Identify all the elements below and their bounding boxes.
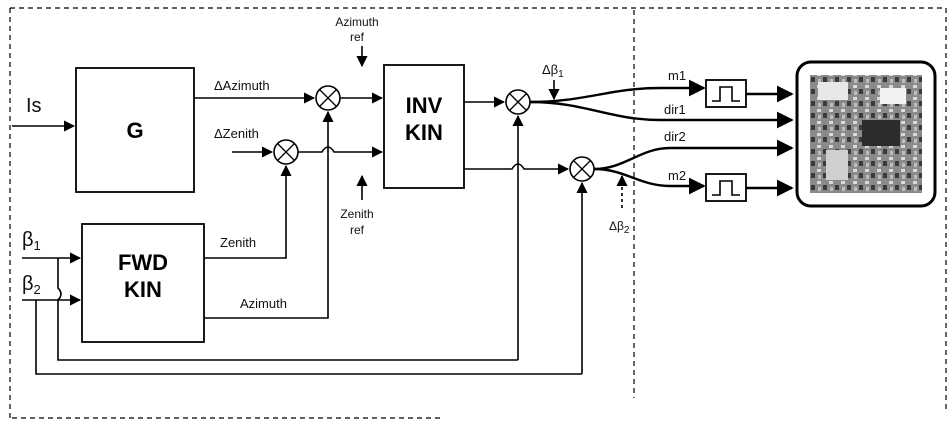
azimuth-ref-label-line2: ref (350, 30, 365, 44)
is-label: Is (26, 95, 42, 117)
delta-beta1-label: Δβ1 (542, 62, 564, 80)
delta-beta2-label: Δβ2 (609, 219, 630, 236)
beta1-label: β1 (22, 229, 41, 253)
inv-kin-block (383, 64, 465, 189)
sum-zenith (273, 139, 299, 165)
inv-kin-label-line2: KIN (405, 120, 443, 145)
pulse-generator-m2 (705, 173, 747, 202)
dir1-label: dir1 (664, 102, 686, 117)
m1-label: m1 (668, 68, 686, 83)
fwd-kin-label-line1: FWD (118, 250, 168, 275)
zenith-ref-label-line1: Zenith (340, 207, 373, 221)
delta-azimuth-label: ΔAzimuth (214, 78, 270, 93)
dir2-label: dir2 (664, 129, 686, 144)
fwd-kin-block (81, 223, 205, 343)
sum-azimuth (315, 85, 341, 111)
g-block-label: G (126, 118, 143, 143)
zenith-label: Zenith (220, 235, 256, 250)
g-block (75, 67, 195, 193)
outer-frame (9, 7, 947, 419)
inv-kin-label-line1: INV (406, 93, 443, 118)
sum-beta1 (505, 89, 531, 115)
delta-zenith-label: ΔZenith (214, 126, 259, 141)
hardware-board-picture (795, 60, 937, 208)
zenith-ref-label-line2: ref (350, 223, 365, 237)
beta2-label: β2 (22, 273, 41, 297)
m2-label: m2 (668, 168, 686, 183)
pulse-generator-m1 (705, 79, 747, 108)
sum-beta2 (569, 156, 595, 182)
fwd-kin-label-line2: KIN (124, 277, 162, 302)
azimuth-ref-label-line1: Azimuth (335, 15, 378, 29)
azimuth-label: Azimuth (240, 296, 287, 311)
